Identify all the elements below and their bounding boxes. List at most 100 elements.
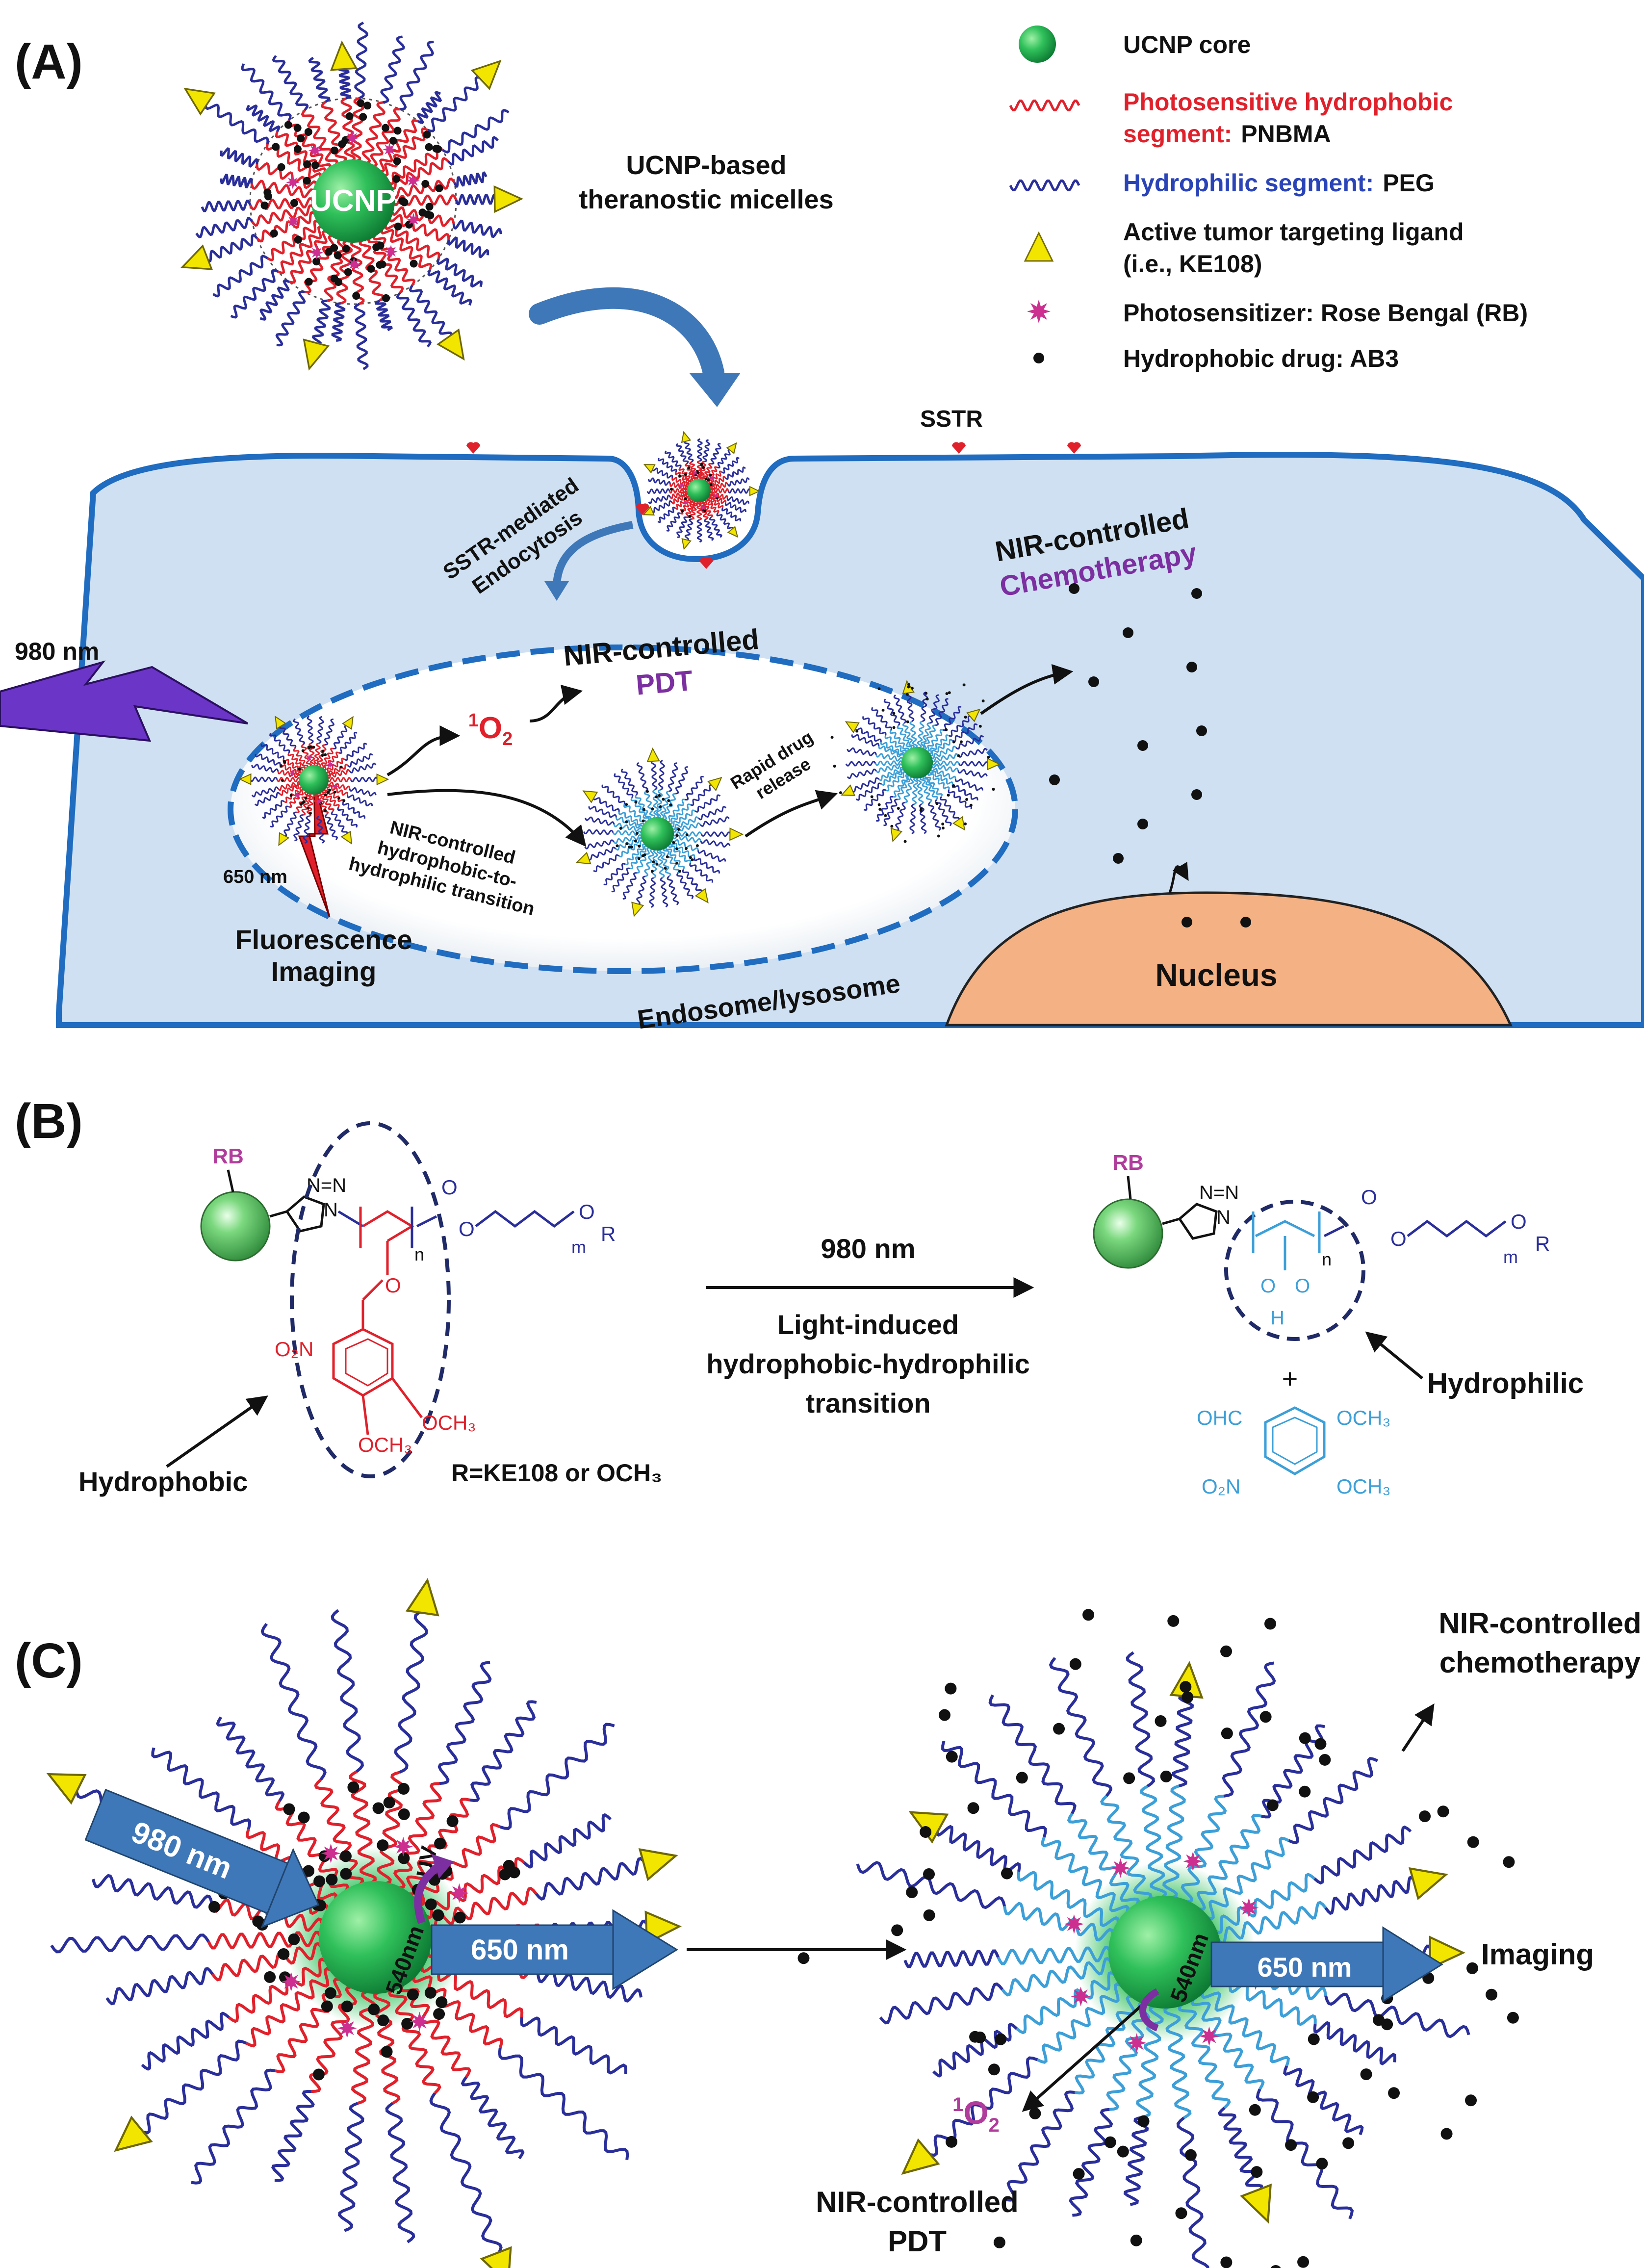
inner-chain — [665, 846, 685, 870]
drug-dot — [446, 1815, 459, 1828]
drug-dot — [1069, 1658, 1081, 1670]
legend-hydrophilic-text: Hydrophilic segment:PEG — [1123, 169, 1435, 197]
drug-dot — [945, 692, 949, 696]
inner-chain — [884, 735, 907, 753]
drug-dot — [324, 793, 327, 797]
reaction-line3: transition — [805, 1388, 930, 1418]
drug-dot — [616, 844, 619, 848]
drug-dot — [294, 235, 302, 244]
inner-chain — [923, 724, 936, 750]
inner-chain — [283, 786, 303, 803]
endosome-micelle-hydrophilic — [575, 747, 744, 917]
inner-chain — [249, 197, 315, 210]
drug-dot — [1264, 1618, 1276, 1630]
peg-chain — [955, 735, 984, 750]
drug-dot — [352, 292, 360, 300]
drug-dot — [964, 822, 967, 825]
emission-left-label: 650 nm — [471, 1934, 569, 1966]
drug-dot — [293, 145, 302, 153]
inner-chain — [684, 463, 696, 481]
peg-chain — [1123, 2115, 1149, 2206]
drug-dot — [702, 466, 705, 469]
drug-dot — [1001, 1867, 1013, 1880]
acid-h: H — [1270, 1307, 1284, 1329]
peg-chain — [275, 290, 306, 347]
peg-chain — [694, 794, 721, 813]
inner-chain — [671, 839, 699, 851]
product-rb: RB — [1112, 1151, 1144, 1175]
inner-chain — [613, 823, 642, 832]
peg-chain — [331, 811, 348, 835]
drug-dot — [290, 199, 298, 207]
targeting-ligand — [180, 244, 213, 270]
peg-chain — [585, 816, 615, 826]
drug-dot — [658, 794, 661, 797]
inner-chain — [378, 119, 419, 173]
inner-chain — [228, 1958, 329, 2023]
peg-chain — [380, 35, 405, 104]
peg-chain — [689, 863, 714, 883]
inner-chain — [612, 830, 642, 836]
inner-chain — [301, 744, 312, 767]
drug-dot — [324, 1987, 336, 1999]
photosensitizer-rb — [1110, 1858, 1130, 1878]
targeting-ligand — [694, 888, 709, 903]
product-sphere-bond — [1162, 1217, 1180, 1225]
sstr-receptor — [699, 557, 713, 569]
uv-arc-head — [432, 1854, 454, 1879]
inner-chain — [623, 804, 647, 824]
inner-chain — [314, 1778, 364, 1888]
drug-dot — [393, 127, 402, 135]
ucnp-core-label: UCNP — [310, 184, 396, 218]
inner-chain — [702, 463, 713, 482]
inner-chain — [881, 769, 905, 786]
drug-dot — [962, 683, 966, 687]
side-carbonyl-o: O — [385, 1274, 401, 1297]
drug-dot — [685, 833, 689, 837]
peg-chain — [863, 789, 886, 811]
peg-chain — [855, 782, 882, 801]
uv-arc — [414, 1860, 444, 1924]
aldehyde-cho: OHC — [1197, 1406, 1242, 1429]
endosome-micelle-released — [830, 680, 1001, 843]
peg-chain — [726, 496, 750, 505]
inner-chain — [689, 461, 699, 481]
drug-dot — [1182, 917, 1192, 928]
targeting-ligand — [646, 747, 660, 762]
drug-dot — [321, 749, 325, 753]
targeting-ligand — [845, 721, 860, 734]
drug-dot — [684, 473, 687, 476]
drug-dot — [625, 820, 628, 824]
drug-dot — [833, 765, 836, 768]
peg-chain — [399, 41, 435, 111]
chemo-c-arrow — [1401, 1703, 1435, 1752]
inner-chain — [875, 763, 903, 773]
photosensitizer-rb — [709, 475, 715, 482]
ucnp-core — [641, 817, 674, 850]
drug-dot — [293, 124, 302, 132]
peg-chain — [347, 753, 373, 768]
inner-chain — [323, 751, 339, 771]
drug-dot — [855, 729, 859, 733]
inner-chain — [926, 729, 943, 752]
drug-dot — [941, 826, 945, 830]
peg-chain — [416, 91, 442, 125]
targeting-ligand — [470, 59, 502, 90]
peg-chain — [957, 769, 988, 778]
inner-chain — [685, 499, 695, 518]
peg-chain — [338, 66, 352, 100]
peg-ether-o: O — [579, 1200, 595, 1223]
legend-hydrophobic-line1: Photosensitive hydrophobic — [1123, 88, 1453, 116]
product-ether-o: O — [1511, 1210, 1527, 1233]
inner-chain — [613, 834, 642, 845]
singlet-oxygen-cell: 1O2 — [468, 710, 513, 749]
inner-chain — [256, 211, 317, 243]
drug-dot — [303, 160, 311, 168]
photosensitizer-rb — [393, 1836, 413, 1856]
targeting-ligand — [376, 773, 389, 786]
micelle-caption-line2: theranostic micelles — [579, 185, 833, 214]
drug-dot — [333, 790, 336, 794]
inner-chain — [426, 1886, 538, 1931]
drug-dot — [1437, 1805, 1449, 1818]
inner-chain — [266, 219, 321, 262]
